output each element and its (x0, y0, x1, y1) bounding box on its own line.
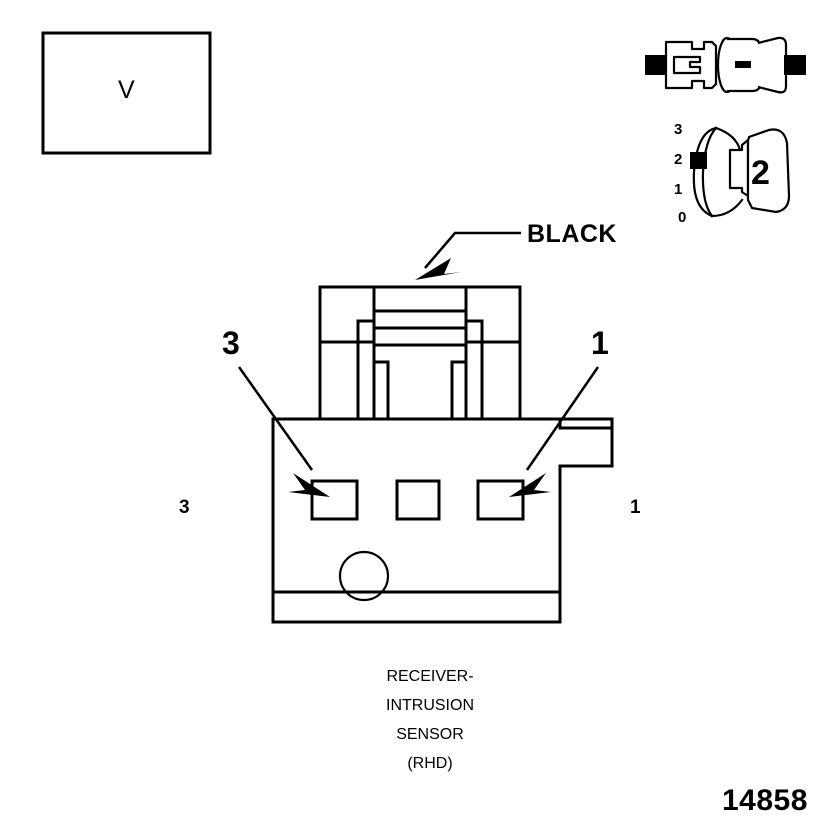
pin-callout-3: 3 (222, 325, 240, 361)
voltage-reference-label: V (118, 76, 135, 104)
pin-1-leader (509, 366, 600, 497)
cavity-keying-diagram (690, 126, 791, 218)
cavity-index-1: 1 (674, 181, 683, 198)
cavity-index-3: 3 (674, 121, 683, 138)
cavity-index-0: 0 (678, 209, 687, 226)
part-number: 14858 (722, 784, 808, 817)
caption-line-2: INTRUSION (386, 697, 474, 714)
sensor-body-drawing (271, 285, 614, 624)
black-wire-leader (415, 231, 521, 280)
black-wire-label: BLACK (527, 220, 617, 248)
cavity-index-2: 2 (674, 151, 683, 168)
pin-3-leader (237, 366, 330, 497)
caption-line-1: RECEIVER- (386, 668, 474, 685)
component-caption: RECEIVER- INTRUSION SENSOR (RHD) (280, 668, 580, 784)
caption-line-4: (RHD) (407, 755, 453, 772)
connector-side-view-icon (645, 36, 806, 94)
pin-number-left: 3 (179, 497, 190, 518)
pin-number-right: 1 (630, 497, 641, 518)
pin-callout-1: 1 (591, 325, 609, 361)
cavity-number-label: 2 (751, 154, 770, 192)
caption-line-3: SENSOR (396, 726, 464, 743)
voltage-reference-box (41, 31, 212, 155)
